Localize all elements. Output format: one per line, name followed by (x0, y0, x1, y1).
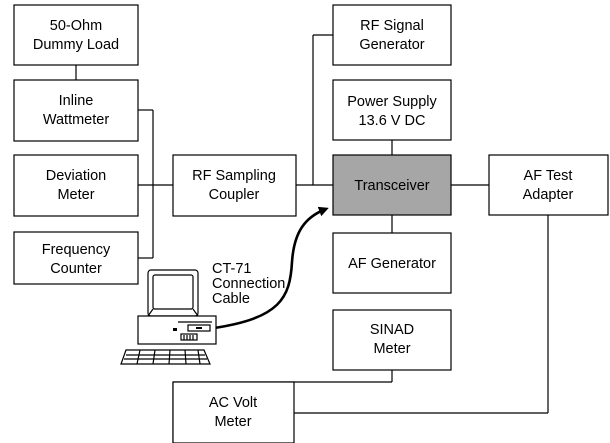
block-dummy-load: 50-Ohm Dummy Load (13, 4, 139, 66)
cable-label-line-3: Cable (212, 291, 250, 307)
coupler-line-2: Coupler (209, 187, 260, 203)
cable-label-line-1: CT-71 (212, 261, 252, 277)
block-transceiver: Transceiver (332, 154, 452, 216)
power-line-2: 13.6 V DC (359, 113, 426, 129)
sinad-line-1: SINAD (370, 322, 414, 338)
block-power-supply: Power Supply 13.6 V DC (332, 79, 452, 141)
power-line-1: Power Supply (347, 94, 437, 110)
acvolt-line-1: AC Volt (209, 395, 257, 411)
counter-line-1: Frequency (42, 242, 111, 258)
coupler-line-1: RF Sampling (192, 168, 276, 184)
deviation-line-2: Meter (57, 187, 94, 203)
deviation-line-1: Deviation (46, 168, 106, 184)
transceiver-label: Transceiver (354, 178, 429, 194)
cable-label-line-2: Connection (212, 276, 285, 292)
adapter-line-2: Adapter (523, 187, 574, 203)
block-rf-sampling-coupler: RF Sampling Coupler (172, 154, 297, 217)
rfgen-line-1: RF Signal (360, 18, 424, 34)
rfgen-line-2: Generator (359, 37, 424, 53)
block-ac-volt-meter: AC Volt Meter (172, 381, 295, 443)
computer-icon (120, 269, 217, 365)
block-deviation-meter: Deviation Meter (13, 154, 139, 217)
wattmeter-line-2: Wattmeter (43, 112, 110, 128)
wattmeter-line-1: Inline (59, 93, 94, 109)
dummy-load-line-2: Dummy Load (33, 37, 119, 53)
dummy-load-line-1: 50-Ohm (50, 18, 102, 34)
sinad-line-2: Meter (373, 341, 410, 357)
block-af-generator: AF Generator (332, 232, 452, 294)
block-inline-wattmeter: Inline Wattmeter (13, 79, 139, 142)
block-rf-signal-generator: RF Signal Generator (332, 4, 452, 66)
afgen-label: AF Generator (348, 256, 436, 272)
adapter-line-1: AF Test (524, 168, 573, 184)
cable-label: CT-71 Connection Cable (212, 261, 285, 307)
acvolt-line-2: Meter (214, 414, 251, 430)
block-frequency-counter: Frequency Counter (13, 231, 139, 285)
arrow-icon (213, 206, 329, 330)
counter-line-2: Counter (50, 261, 102, 277)
block-af-test-adapter: AF Test Adapter (488, 154, 609, 216)
connection-wires (75, 34, 549, 443)
block-sinad-meter: SINAD Meter (332, 309, 452, 371)
